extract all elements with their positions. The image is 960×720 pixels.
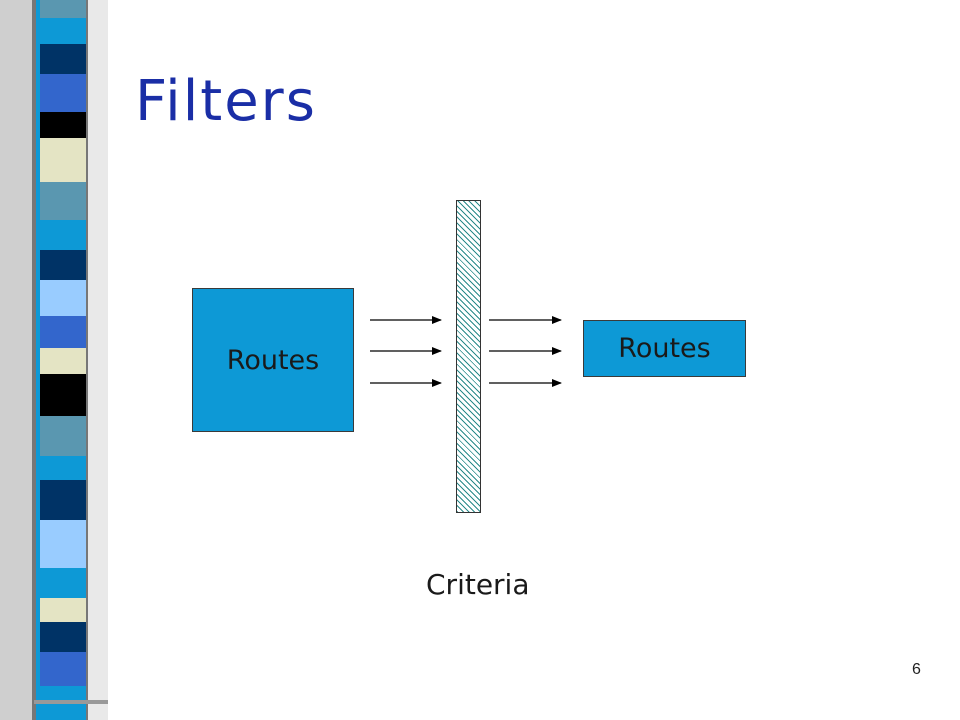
input-routes-label: Routes [226,344,320,376]
input-routes-box: Routes [192,288,354,432]
slide-title: Filters [135,69,317,134]
page-number: 6 [912,661,921,678]
filter-bar [456,200,481,513]
decorative-left-band [0,0,108,720]
criteria-label: Criteria [426,568,530,601]
output-routes-label: Routes [618,333,711,364]
output-routes-box: Routes [583,320,746,377]
